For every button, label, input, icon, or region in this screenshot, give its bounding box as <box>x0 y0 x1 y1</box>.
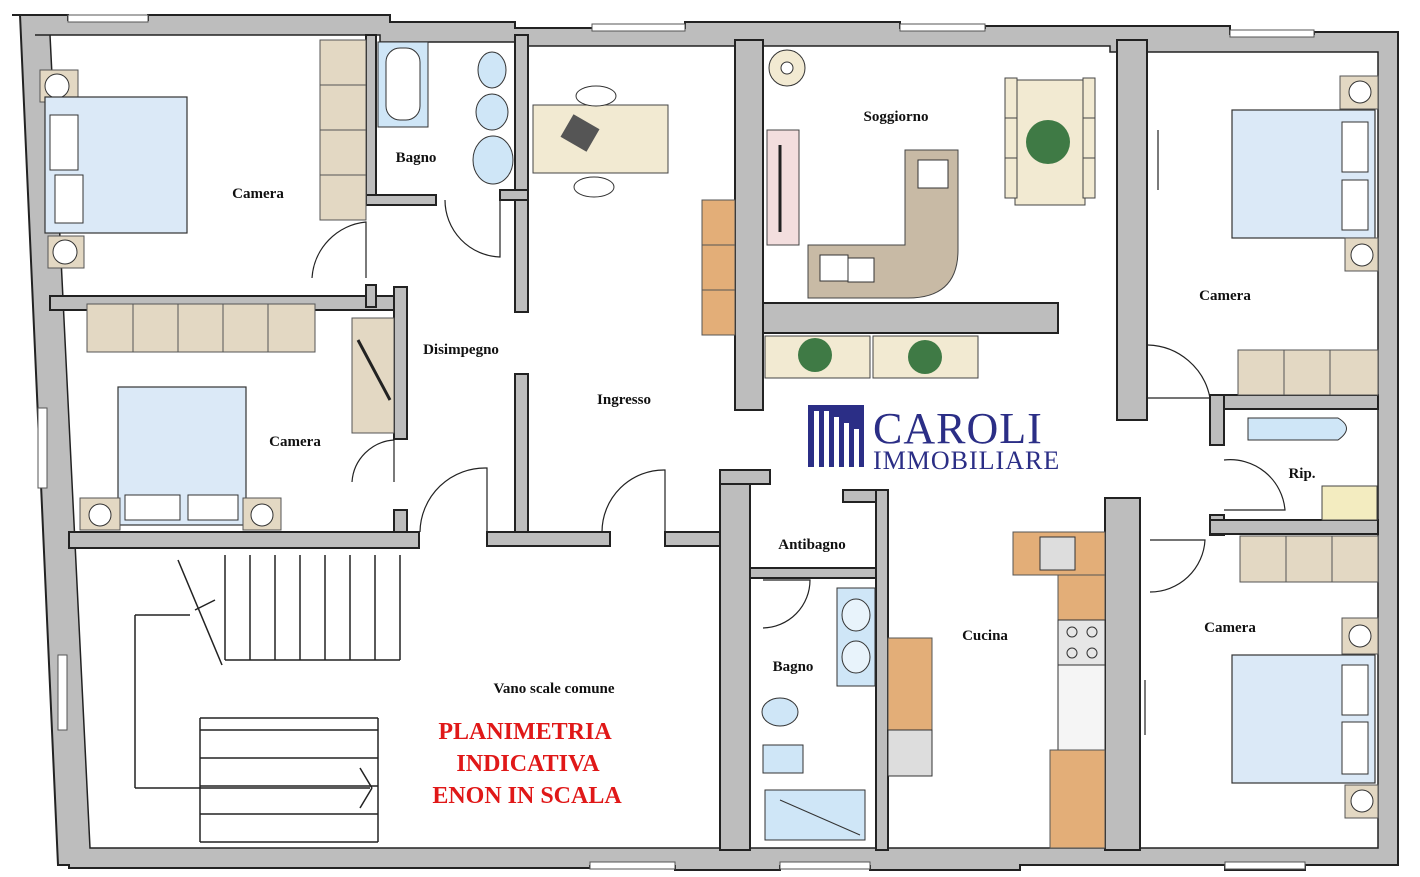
room-label-camera-right-bottom: Camera <box>1204 620 1256 636</box>
room-label-rip: Rip. <box>1288 466 1315 482</box>
room-label-bagno-bottom: Bagno <box>773 659 814 675</box>
room-label-bagno-top: Bagno <box>396 150 437 166</box>
doors <box>311 130 1286 735</box>
outer-walls <box>12 14 1399 871</box>
room-label-disimpegno: Disimpegno <box>423 342 499 358</box>
cucina-furniture <box>887 531 1106 849</box>
room-label-soggiorno: Soggiorno <box>863 109 928 125</box>
brand-name: CAROLI <box>873 404 1043 453</box>
notice-line-1: PLANIMETRIA <box>438 719 612 745</box>
room-label-camera-mid-left: Camera <box>269 434 321 450</box>
room-label-ingresso: Ingresso <box>597 392 651 408</box>
notice-line-2: INDICATIVA <box>456 751 600 777</box>
soggiorno-furniture <box>764 49 1096 379</box>
caroli-logo-icon <box>808 405 864 467</box>
room-label-antibagno: Antibagno <box>778 537 846 553</box>
bathroom-bottom <box>761 587 876 841</box>
brand-logo: CAROLI IMMOBILIARE <box>808 404 1060 475</box>
ingresso-furniture <box>532 85 736 336</box>
bedroom-right-top <box>1231 75 1379 396</box>
bedroom-mid-left <box>79 303 395 531</box>
room-labels: Camera Bagno Camera Disimpegno Ingresso … <box>232 109 1316 697</box>
room-label-camera-top-left: Camera <box>232 186 284 202</box>
brand-subtitle: IMMOBILIARE <box>873 446 1060 475</box>
interior-walls <box>49 34 1379 851</box>
room-label-camera-right-top: Camera <box>1199 288 1251 304</box>
bathroom-top <box>377 41 514 185</box>
bedroom-right-bottom <box>1231 535 1379 819</box>
bedroom-top-left <box>39 39 367 269</box>
room-label-vano-scale: Vano scale comune <box>493 681 614 697</box>
scale-notice: PLANIMETRIA INDICATIVA ENON IN SCALA <box>432 719 622 809</box>
ripostiglio-furniture <box>1247 417 1378 521</box>
staircase <box>134 555 401 843</box>
windows <box>37 14 1315 870</box>
notice-line-3: ENON IN SCALA <box>432 783 622 809</box>
room-label-cucina: Cucina <box>962 628 1008 644</box>
